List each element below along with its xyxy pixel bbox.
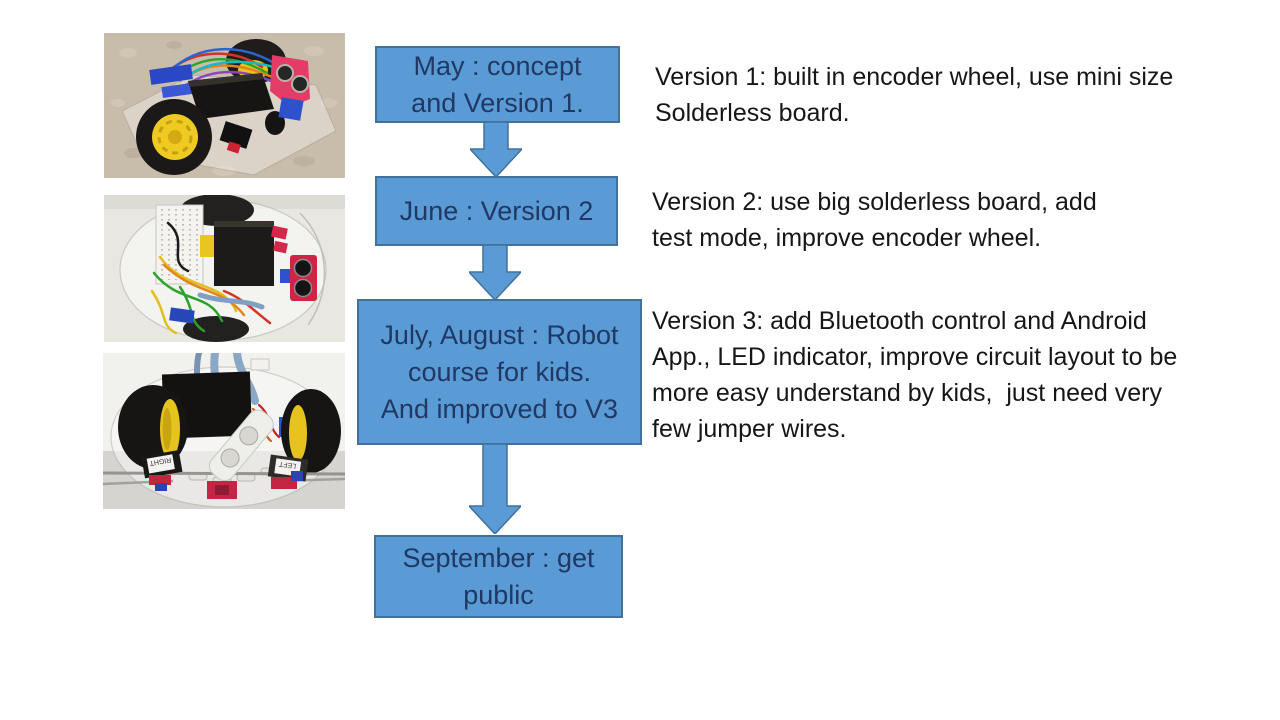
left-hub-shade	[162, 408, 172, 450]
arduino-nano	[169, 307, 195, 324]
switch-label: RIGHT	[148, 456, 171, 467]
right-bumper-switch: RIGHT	[141, 450, 183, 479]
switch-lever	[226, 141, 241, 154]
ultrasonic-sensor	[208, 409, 274, 482]
ultrasonic-eye	[276, 64, 294, 82]
mini-breadboard	[161, 82, 193, 99]
photo-robot-version-3: RIGHT LEFT	[103, 353, 345, 509]
ultrasonic-eye	[291, 75, 309, 93]
wheel-spokes	[157, 119, 193, 155]
battery-box	[214, 221, 274, 286]
jumper-wire-tangle	[150, 221, 272, 335]
robot-v2-illustration	[104, 195, 345, 342]
breadboard	[155, 204, 204, 285]
flow-step-may: May : concept and Version 1.	[375, 46, 620, 123]
robot-v3-illustration: RIGHT LEFT	[103, 353, 345, 509]
blue-module	[280, 269, 290, 283]
red-module	[270, 225, 288, 240]
switch-base-red	[271, 477, 297, 489]
flow-step-july-august: July, August : Robot course for kids. An…	[357, 299, 642, 445]
breadboard-holes	[161, 209, 198, 280]
arduino-board	[149, 64, 193, 85]
switch-label: LEFT	[278, 460, 297, 469]
flow-step-june: June : Version 2	[375, 176, 618, 246]
flow-step-september: September : get public	[374, 535, 623, 618]
switch-base-blue	[291, 471, 303, 481]
white-connector	[250, 358, 270, 371]
robot-v1-illustration	[104, 33, 345, 178]
chassis-edge	[299, 212, 326, 326]
arrow-down-icon	[469, 245, 521, 300]
photo-robot-version-1	[104, 33, 345, 178]
servo-detail	[215, 485, 229, 495]
yellow-wheel-hub	[200, 235, 214, 257]
switch-base-red	[149, 475, 171, 485]
servo	[278, 97, 304, 121]
arrow-down-icon	[470, 122, 522, 177]
version-2-description: Version 2: use big solderless board, add…	[652, 188, 1097, 252]
switch-base-blue	[155, 483, 167, 491]
wheel-center	[168, 130, 182, 144]
right-wheel-hub	[289, 405, 307, 461]
flow-step-label: September : get public	[402, 542, 595, 610]
version-3-description: Version 3: add Bluetooth control and And…	[652, 307, 1178, 443]
flow-step-label: May : concept and Version 1.	[411, 50, 584, 118]
version-1-description: Version 1: built in encoder wheel, use m…	[655, 63, 1174, 127]
ultrasonic-eye	[293, 278, 313, 298]
battery-box-edge	[214, 221, 274, 227]
carpet-texture	[111, 41, 337, 176]
photo-robot-version-2	[104, 195, 345, 342]
micro-switch	[219, 121, 253, 149]
flow-step-label: July, August : Robot course for kids. An…	[380, 319, 619, 424]
ultrasonic-eye	[293, 258, 313, 278]
arrow-down-icon	[469, 444, 521, 534]
flow-step-label: June : Version 2	[399, 195, 594, 226]
battery-box-lid	[188, 73, 264, 87]
red-module	[273, 240, 288, 254]
bottom-wheel-tire	[183, 316, 249, 342]
